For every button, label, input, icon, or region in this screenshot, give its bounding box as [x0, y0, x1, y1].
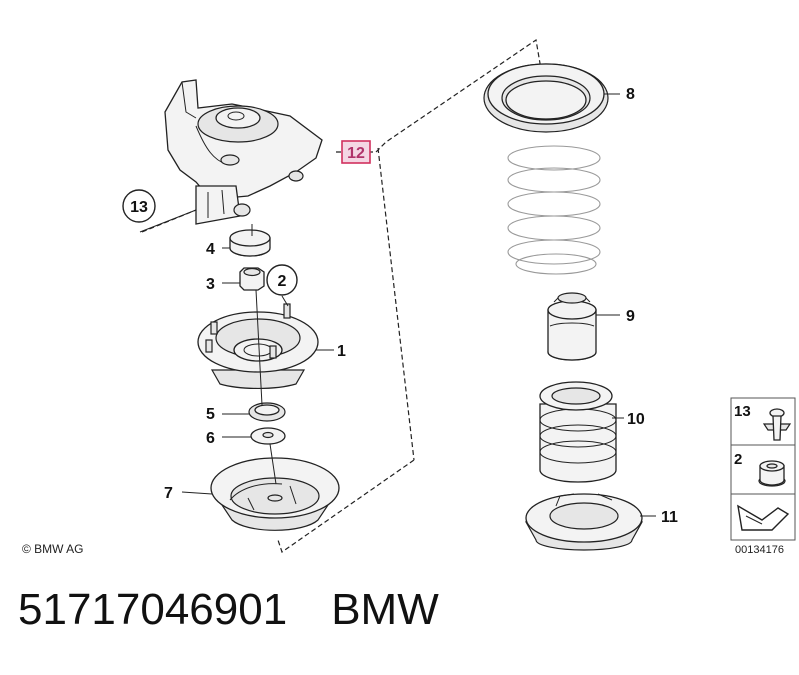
- legend-label-13: 13: [734, 403, 751, 420]
- leader-2: [281, 295, 289, 307]
- part-labels: 1 2 3 4 5 6 7 8 9 10 11 12 13: [122, 86, 678, 526]
- label-1: 1: [337, 343, 346, 360]
- part-11-lower-pad: [524, 493, 644, 551]
- part-3-nut: [239, 267, 265, 291]
- reference-number: 00134176: [735, 544, 784, 556]
- label-12-box: [341, 140, 371, 164]
- part-9-bump-stop: [547, 292, 597, 361]
- label-9: 9: [626, 308, 635, 325]
- label-2: 2: [278, 273, 287, 290]
- label-4: 4: [206, 241, 215, 258]
- legend-panel: 13 2 00134176: [730, 397, 796, 556]
- label-13-circle: [122, 189, 156, 223]
- part-5-ring: [248, 402, 286, 422]
- label-12: 12: [347, 145, 365, 162]
- label-10: 10: [627, 411, 645, 428]
- label-5: 5: [206, 406, 215, 423]
- arrow-icon: [737, 504, 790, 531]
- label-7: 7: [164, 485, 173, 502]
- label-3: 3: [206, 276, 215, 293]
- part-number: 51717046901: [18, 585, 288, 634]
- part-12-bracket: [164, 79, 323, 225]
- part-number-line: 51717046901 BMW: [18, 585, 483, 635]
- legend-label-2: 2: [734, 451, 742, 468]
- brand-name: BMW: [331, 585, 439, 634]
- part-6-washer: [250, 427, 286, 445]
- part-8-spring-pad: [483, 63, 609, 133]
- nut-icon: [758, 460, 786, 487]
- copyright: © BMW AG: [22, 542, 84, 556]
- part-7-seat: [210, 457, 340, 531]
- part-10-boot: [539, 381, 617, 483]
- clip-icon: [762, 408, 792, 441]
- coil-spring: [507, 145, 601, 275]
- label-13: 13: [130, 199, 148, 216]
- part-1-mount: [197, 303, 319, 390]
- label-6: 6: [206, 430, 215, 447]
- label-11: 11: [661, 509, 678, 526]
- leader-7: [181, 491, 213, 495]
- label-8: 8: [626, 86, 635, 103]
- label-2-circle: [266, 264, 298, 296]
- part-4-cap: [229, 229, 271, 257]
- axis-line-left: [251, 224, 277, 485]
